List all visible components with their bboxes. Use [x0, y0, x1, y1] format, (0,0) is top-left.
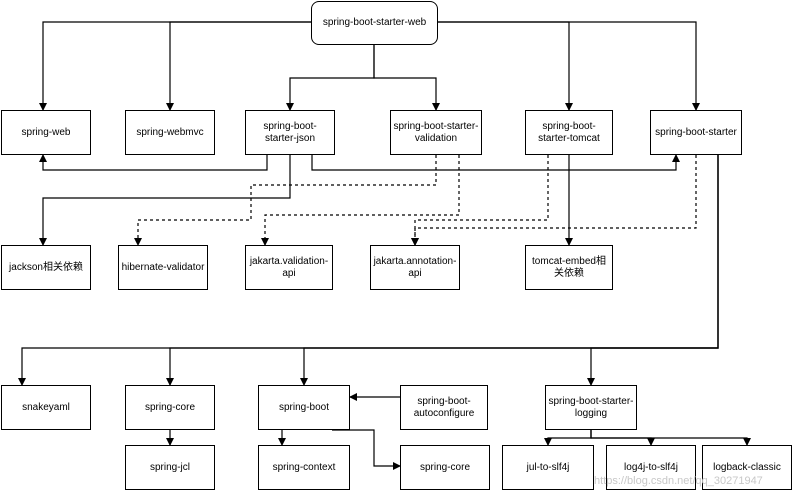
edge-starter_tomcat-to-jakarta_annotation	[411, 155, 549, 246]
edge-starter_validation-to-jakarta_validation	[261, 155, 460, 246]
node-spring-boot-starter-json[interactable]: spring-boot-starter-json	[245, 110, 335, 155]
edge-starter-to-starter_logging	[587, 155, 719, 386]
edge-starter_logging-to-logback	[590, 430, 751, 446]
node-jakarta-annotation-api[interactable]: jakarta.annotation-api	[370, 245, 460, 290]
edge-starter_logging-to-jul	[544, 430, 592, 446]
edge-starter_json-to-spring_web	[39, 154, 268, 171]
node-spring-boot-starter[interactable]: spring-boot-starter	[650, 110, 742, 155]
node-spring-boot-autoconfigure[interactable]: spring-boot-autoconfigure	[400, 385, 488, 430]
edge-starter-to-jakarta_annotation	[411, 155, 697, 246]
node-spring-context[interactable]: spring-context	[258, 445, 350, 490]
node-spring-boot-starter-tomcat[interactable]: spring-boot-starter-tomcat	[525, 110, 613, 155]
watermark: https://blog.csdn.net/qq_30271947	[594, 475, 763, 487]
edge-starter_json-to-starter	[311, 154, 680, 171]
edge-web_starter-to-starter_tomcat	[438, 21, 573, 111]
node-spring-boot-starter-validation[interactable]: spring-boot-starter-validation	[390, 110, 482, 155]
edge-boot-to-core2	[332, 429, 401, 470]
node-spring-webmvc[interactable]: spring-webmvc	[125, 110, 215, 155]
node-snakeyaml[interactable]: snakeyaml	[1, 385, 91, 430]
edge-web_starter-to-spring_web	[39, 21, 311, 111]
node-logback-classic[interactable]: logback-classic	[702, 445, 792, 490]
node-spring-boot-starter-logging[interactable]: spring-boot-starter-logging	[545, 385, 637, 430]
node-spring-web[interactable]: spring-web	[1, 110, 91, 155]
node-jul-to-slf4j[interactable]: jul-to-slf4j	[502, 445, 594, 490]
node-tomcat-embed-deps[interactable]: tomcat-embed相关依赖	[525, 245, 613, 290]
node-spring-core-left[interactable]: spring-core	[125, 385, 215, 430]
node-jackson-deps[interactable]: jackson相关依赖	[1, 245, 91, 290]
node-spring-boot[interactable]: spring-boot	[258, 385, 350, 430]
edge-web_starter-to-starter_validation	[373, 45, 440, 111]
edge-starter_validation-to-hibernate	[134, 155, 437, 246]
node-spring-core-right[interactable]: spring-core	[400, 445, 490, 490]
edge-web_starter-to-webmvc	[166, 21, 311, 111]
node-spring-boot-starter-web[interactable]: spring-boot-starter-web	[311, 1, 438, 45]
node-log4j-to-slf4j[interactable]: log4j-to-slf4j	[606, 445, 696, 490]
edge-starter-to-boot	[300, 155, 719, 386]
edge-web_starter-to-starter	[438, 21, 700, 111]
node-hibernate-validator[interactable]: hibernate-validator	[118, 245, 208, 290]
node-spring-jcl[interactable]: spring-jcl	[125, 445, 215, 490]
node-jakarta-validation-api[interactable]: jakarta.validation-api	[245, 245, 333, 290]
edge-starter_json-to-jackson	[39, 155, 291, 246]
edge-web_starter-to-starter_json	[286, 45, 375, 111]
